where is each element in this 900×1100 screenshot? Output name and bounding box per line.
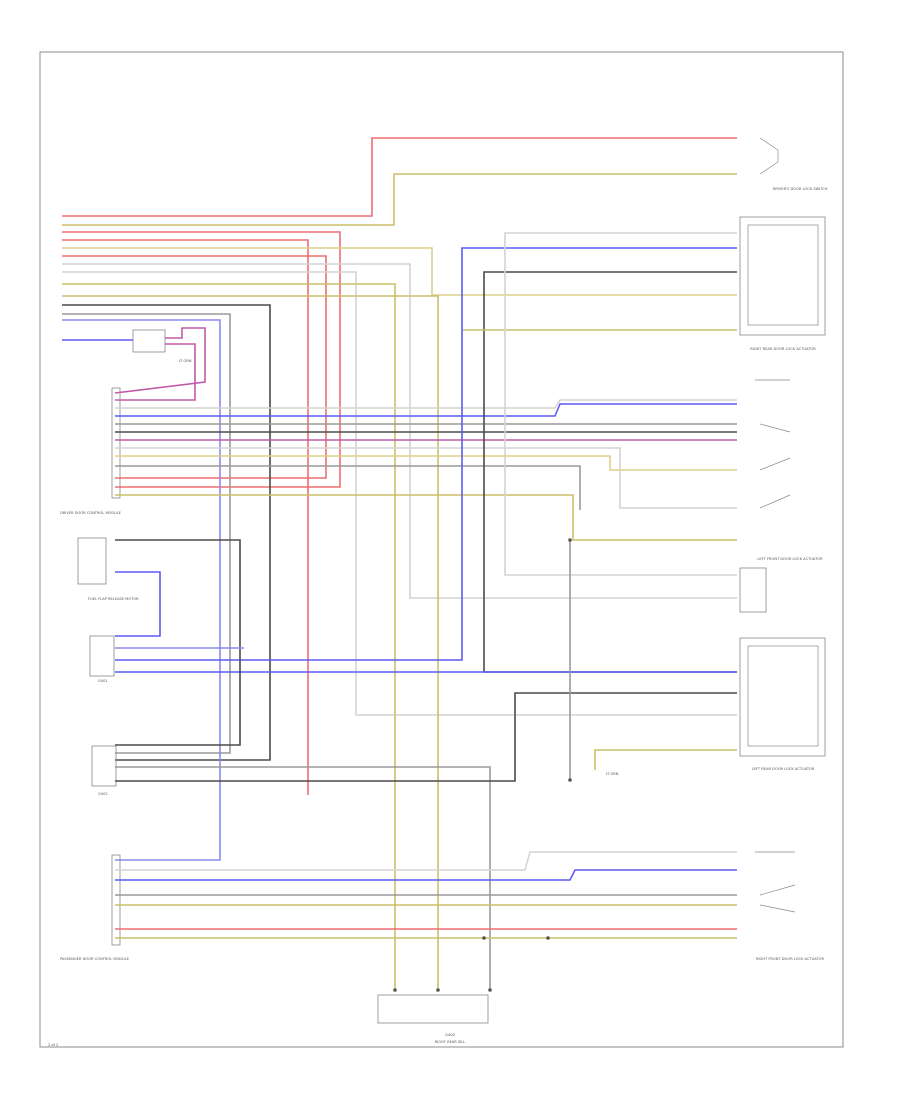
splice-dot-6 [436, 988, 440, 992]
wire-dark-fuel [115, 539, 241, 746]
wire-white-long [504, 232, 737, 576]
left-front-actuator [739, 567, 767, 613]
wire-white-mid [115, 399, 737, 409]
label-right-front: RIGHT FRONT DOOR LOCK ACTUATOR [756, 957, 825, 961]
passenger-module [111, 854, 121, 946]
label-splice-right: LT GRN [606, 772, 619, 776]
label-g402-a: G402 [98, 792, 108, 796]
relay-box [132, 329, 166, 353]
wire-gray-down [62, 313, 231, 754]
wire-red-loop-1 [62, 231, 341, 488]
wire-white-bottom [115, 851, 737, 871]
splice-dot-1 [568, 538, 572, 542]
wire-dark-long [483, 271, 737, 673]
label-lock-switch: DRIVER'S DOOR LOCK SWITCH [773, 187, 828, 191]
wire-red-down-1 [62, 239, 309, 795]
connector-b [91, 745, 117, 787]
wire-gray-mid-2 [115, 465, 581, 510]
wire-dark-lower [115, 692, 737, 782]
label-left-rear: LEFT REAR DOOR LOCK ACTUATOR [752, 767, 815, 771]
wire-white-left-front [62, 263, 737, 599]
wire-yellow-down-g400-2 [62, 295, 439, 990]
label-driver-module: DRIVER DOOR CONTROL MODULE [60, 511, 122, 515]
label-fuel-flap: FUEL FLAP RELEASE MOTOR [88, 597, 139, 601]
splice-dot-2 [568, 778, 572, 782]
label-g401-a: G401 [98, 679, 108, 683]
label-page-number: 2 of 2 [48, 1043, 58, 1047]
driver-module [111, 387, 121, 499]
right-front-symbols [755, 851, 796, 913]
wire-white-left-rear [62, 271, 737, 716]
wire-white-mid-2 [115, 447, 737, 509]
label-bottom-ref: G400 [445, 1033, 455, 1037]
wire-yellow-down-g400 [62, 283, 396, 990]
wire-dark-down [62, 304, 271, 761]
splice-dot-4 [546, 936, 550, 940]
splice-dot-7 [488, 988, 492, 992]
lock-switch-symbol [759, 137, 779, 175]
wire-yellow-mid [115, 455, 737, 471]
wire-blue-long-1 [115, 247, 737, 661]
wire-red-loop-2 [62, 255, 327, 479]
right-rear-actuator-inner [747, 224, 819, 326]
label-passenger-module: PASSENGER DOOR CONTROL MODULE [60, 957, 130, 961]
wire-yellow-mid-2 [115, 494, 737, 541]
left-rear-actuator [739, 637, 826, 757]
wire-violet-relay [114, 327, 206, 394]
wire-blue-passenger [62, 319, 221, 861]
wire-yellow-left-rear [594, 749, 737, 770]
left-rear-actuator-inner [747, 645, 819, 747]
wire-blue-fuel [115, 571, 161, 637]
wire-yellow-lock-switch [62, 173, 737, 226]
wire-blue-bottom [115, 869, 737, 881]
right-rear-actuator [739, 216, 826, 336]
connector-a [89, 635, 115, 677]
ground-block-g400 [377, 994, 489, 1024]
label-bottom-caption: RIGHT REAR SILL [435, 1040, 466, 1044]
splice-dot-3 [482, 936, 486, 940]
wire-red-lock-switch [62, 137, 737, 217]
wire-violet-relay-2 [115, 343, 196, 401]
wire-yellow-right-rear [62, 247, 737, 296]
label-left-front: LEFT FRONT DOOR LOCK ACTUATOR [757, 557, 823, 561]
label-right-rear: RIGHT REAR DOOR LOCK ACTUATOR [750, 347, 816, 351]
wire-gray-lower [115, 766, 491, 990]
wire-blue-mid [115, 403, 737, 417]
mid-switches [755, 379, 791, 509]
fuel-flap-motor [77, 537, 107, 585]
diagram-frame [39, 51, 844, 1048]
splice-dot-5 [393, 988, 397, 992]
label-splice-left: LT GRN [179, 359, 192, 363]
